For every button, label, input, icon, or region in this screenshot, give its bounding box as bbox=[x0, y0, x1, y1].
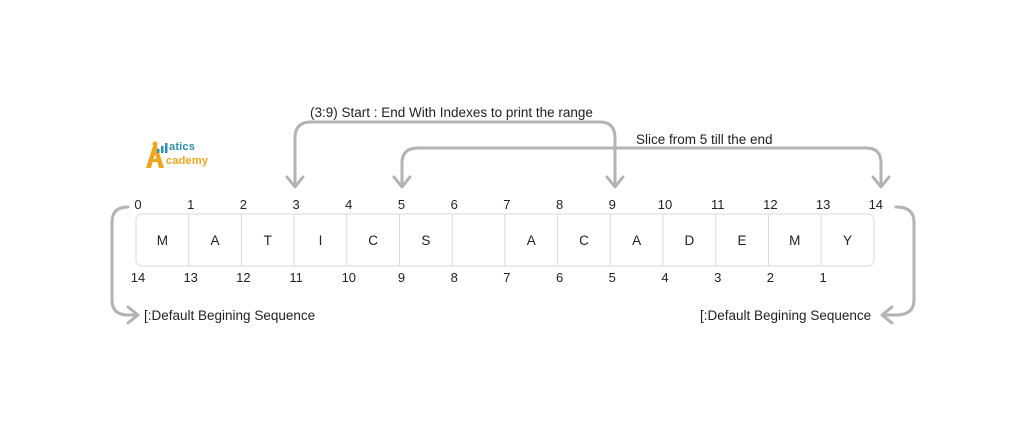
positive-index: 5 bbox=[398, 197, 405, 212]
negative-index: 11 bbox=[289, 270, 303, 285]
slice-arrow-head-right bbox=[871, 175, 891, 189]
slice-label: Slice from 5 till the end bbox=[636, 132, 773, 147]
string-char: A bbox=[211, 233, 220, 248]
string-char: Y bbox=[843, 233, 852, 248]
negative-index: 7 bbox=[503, 270, 510, 285]
negative-index: 2 bbox=[767, 270, 774, 285]
positive-index: 3 bbox=[292, 197, 299, 212]
positive-index: 10 bbox=[658, 197, 672, 212]
logo-a-icon bbox=[146, 141, 164, 168]
positive-index: 7 bbox=[503, 197, 510, 212]
negative-index: 4 bbox=[661, 270, 668, 285]
string-char: D bbox=[684, 233, 694, 248]
logo: atics cademy bbox=[144, 140, 214, 174]
positive-index: 2 bbox=[240, 197, 247, 212]
string-char: A bbox=[632, 233, 641, 248]
slice-arrow-head-left bbox=[392, 175, 412, 189]
default-label-left: [:Default Begining Sequence bbox=[144, 308, 315, 323]
string-char: C bbox=[579, 233, 589, 248]
string-char: A bbox=[527, 233, 536, 248]
negative-index: 1 bbox=[819, 270, 826, 285]
positive-index: 0 bbox=[134, 197, 141, 212]
negative-index: 8 bbox=[451, 270, 458, 285]
string-char: M bbox=[789, 233, 800, 248]
range-arrow bbox=[293, 120, 617, 187]
string-char: S bbox=[421, 233, 430, 248]
positive-index: 9 bbox=[609, 197, 616, 212]
positive-index: 12 bbox=[763, 197, 777, 212]
default-right-arrow bbox=[882, 205, 916, 317]
logo-text-top: atics bbox=[169, 141, 196, 153]
positive-index: 13 bbox=[816, 197, 830, 212]
bottom-indices-group: 14 13 12 11 10 9 8 7 6 5 4 3 2 1 bbox=[131, 270, 827, 285]
positive-index: 11 bbox=[711, 197, 725, 212]
positive-index: 4 bbox=[345, 197, 352, 212]
default-left-arrow-head bbox=[126, 305, 140, 325]
positive-index: 6 bbox=[451, 197, 458, 212]
negative-index: 10 bbox=[342, 270, 356, 285]
positive-index: 1 bbox=[187, 197, 194, 212]
slice-arrow bbox=[400, 146, 883, 187]
string-char: E bbox=[738, 233, 747, 248]
negative-index: 14 bbox=[131, 270, 145, 285]
default-label-right: [:Default Begining Sequence bbox=[700, 308, 871, 323]
negative-index: 12 bbox=[236, 270, 250, 285]
negative-index: 6 bbox=[556, 270, 563, 285]
logo-bars-icon bbox=[157, 143, 168, 153]
negative-index: 9 bbox=[398, 270, 405, 285]
positive-index: 8 bbox=[556, 197, 563, 212]
default-right-arrow-head bbox=[880, 305, 894, 325]
range-arrow-head-left bbox=[285, 175, 305, 189]
negative-index: 13 bbox=[183, 270, 197, 285]
string-char: I bbox=[319, 233, 323, 248]
range-arrow-head-right bbox=[605, 175, 625, 189]
range-label: (3:9) Start : End With Indexes to print … bbox=[310, 105, 593, 120]
negative-index: 3 bbox=[714, 270, 721, 285]
string-char: M bbox=[157, 233, 168, 248]
negative-index: 5 bbox=[609, 270, 616, 285]
string-char: T bbox=[264, 233, 272, 248]
logo-text-bottom: cademy bbox=[166, 155, 209, 167]
default-left-arrow bbox=[110, 205, 138, 317]
arrows-group bbox=[110, 120, 916, 325]
positive-index: 14 bbox=[869, 197, 883, 212]
string-char: C bbox=[368, 233, 378, 248]
